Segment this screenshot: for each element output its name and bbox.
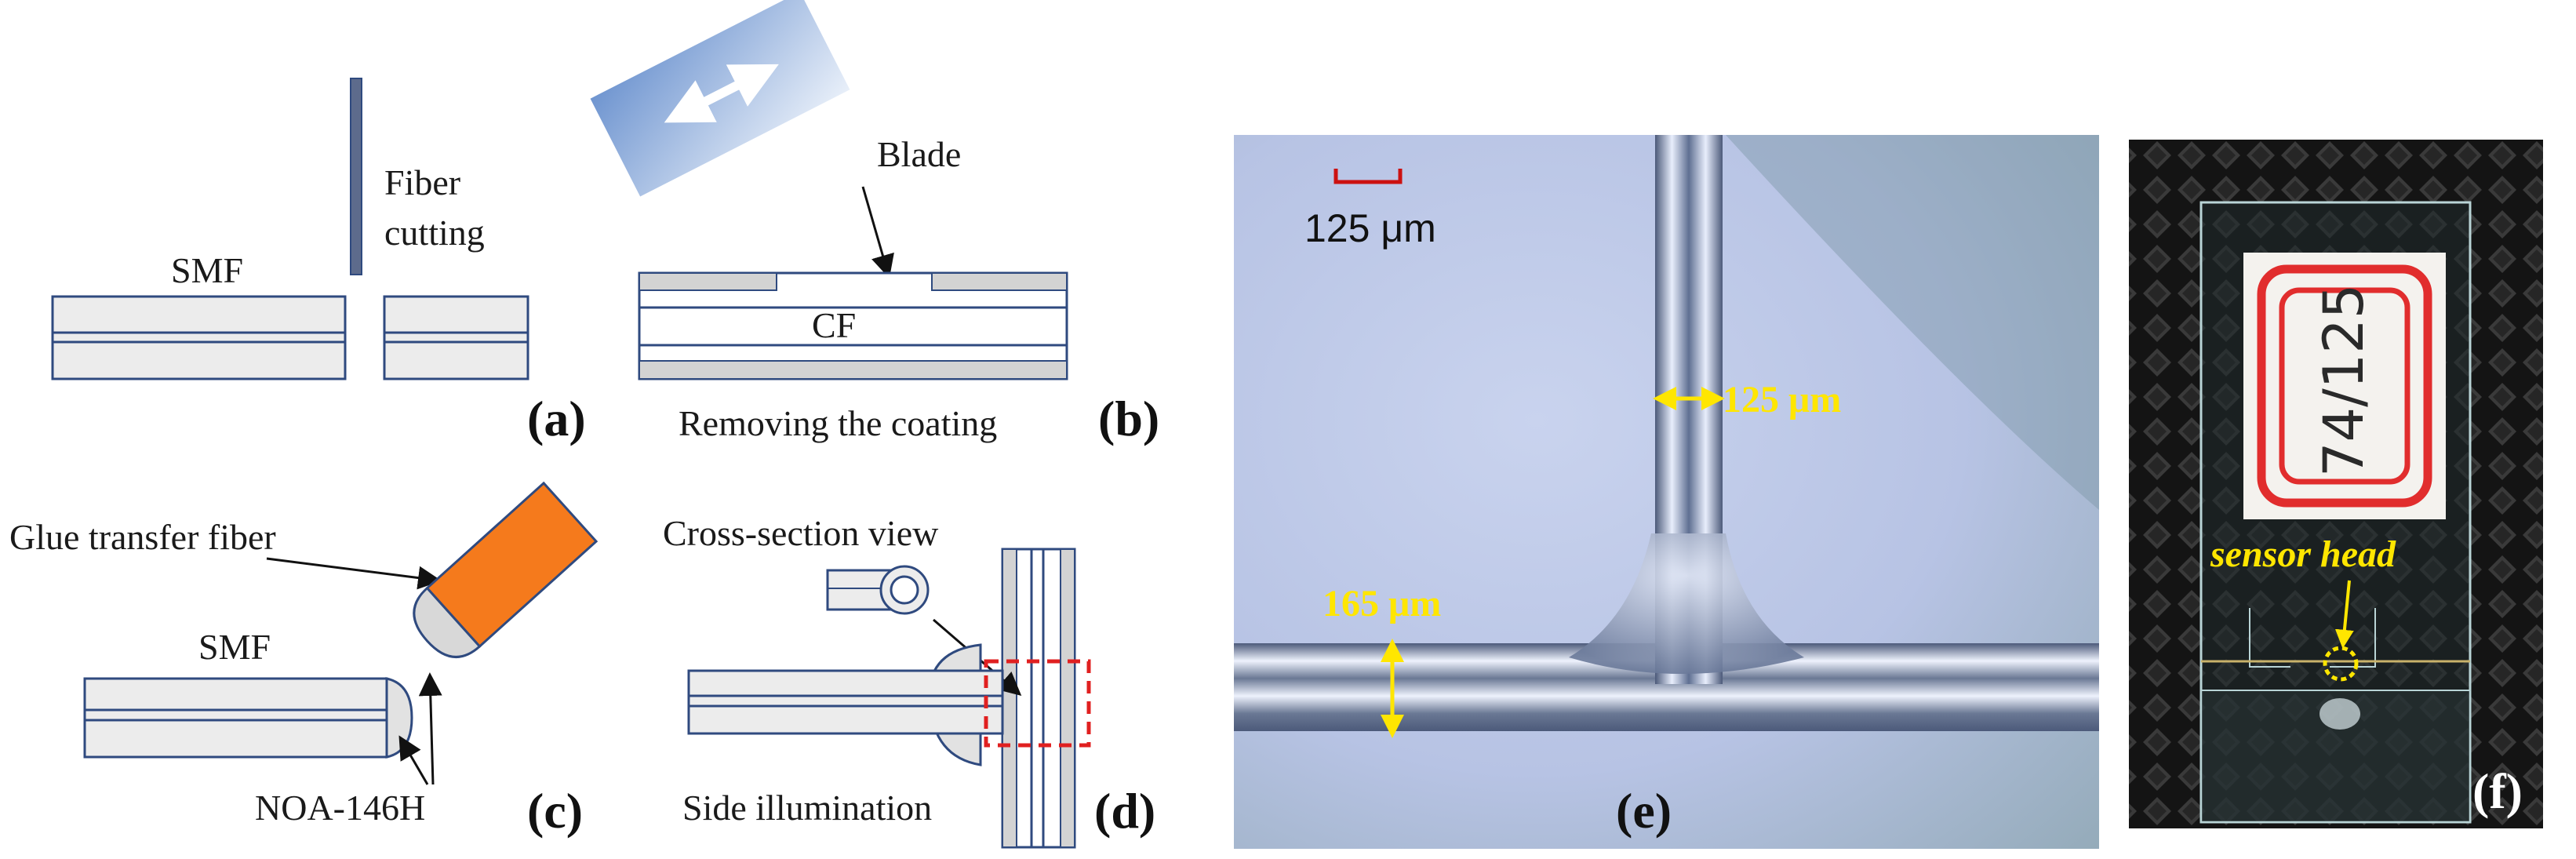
coating-left [639, 272, 777, 291]
coating-bottom [639, 360, 1068, 380]
vertical-width-label: 125 μm [1723, 379, 1841, 420]
glue-transfer-fiber-label: Glue transfer fiber [9, 517, 276, 557]
noa-pointer-2 [418, 672, 442, 785]
smf-fiber-right [383, 295, 529, 380]
glue-droplet [385, 677, 413, 759]
fiber-cutting-label-line2: cutting [384, 213, 485, 253]
horizontal-fiber [687, 643, 1004, 766]
panel-f-tag: (f) [2472, 763, 2523, 819]
slide-groove [2249, 608, 2376, 668]
removing-coating-caption: Removing the coating [679, 403, 997, 443]
motion-arrow [664, 64, 779, 123]
glue-drop [2319, 698, 2360, 730]
blade [590, 0, 850, 197]
smf-fiber-glued [83, 677, 413, 759]
smf-label: SMF [171, 250, 243, 290]
handwritten-label: 74/125 [2312, 284, 2376, 477]
blade-label: Blade [877, 134, 961, 174]
noa-pointer-1 [398, 735, 429, 785]
coated-fiber [638, 271, 1068, 380]
panel-e: 125 μm 125 μm 165 μm (e) [1234, 135, 2099, 849]
vertical-fiber [1001, 548, 1076, 849]
horizontal-width-label: 165 μm [1323, 583, 1441, 624]
label-red-frame-inner [2279, 287, 2410, 485]
panel-e-tag: (e) [1616, 783, 1672, 839]
panel-a-tag: (a) [527, 391, 586, 446]
panel-d-tag: (d) [1094, 783, 1155, 839]
label-red-frame-outer [2257, 264, 2432, 508]
cf-label: CF [812, 305, 856, 345]
paper-label [2243, 253, 2446, 519]
panel-f: 74/125 sensor head (f) [2129, 140, 2543, 828]
panel-c: Glue transfer fiber SMF NOA-146H (c) [9, 481, 599, 839]
blade-pointer-arrow [861, 186, 894, 278]
fiber-cutting-label-line1: Fiber [384, 162, 460, 202]
glue-transfer-fiber [413, 481, 599, 658]
sensing-region-box [984, 659, 1091, 748]
glue-fiber-pointer [266, 557, 442, 590]
panel-b-tag: (b) [1098, 391, 1159, 446]
smf-fiber-left [51, 295, 347, 380]
panel-b: Blade CF Removing the coating (b) [590, 0, 1159, 446]
sensor-head-label: sensor head [2210, 533, 2396, 575]
coating-right [931, 272, 1068, 291]
cross-section-label: Cross-section view [663, 513, 939, 553]
scale-bar-label: 125 μm [1304, 206, 1436, 250]
scale-bar [1333, 169, 1403, 184]
cleaving-blade [350, 78, 362, 275]
panel-a: SMF Fiber cutting (a) [51, 78, 586, 446]
cross-section-inset [826, 565, 930, 615]
noa-label: NOA-146H [255, 788, 425, 828]
sensor-head-pointer [2334, 580, 2354, 649]
sensor-head-marker [2323, 646, 2359, 682]
panel-c-tag: (c) [527, 783, 583, 839]
smf-label-c: SMF [198, 627, 271, 667]
panel-d: Cross-section view Side illumination (d) [663, 513, 1155, 849]
side-illumination-caption: Side illumination [682, 788, 932, 828]
glue-junction [1569, 533, 1804, 674]
